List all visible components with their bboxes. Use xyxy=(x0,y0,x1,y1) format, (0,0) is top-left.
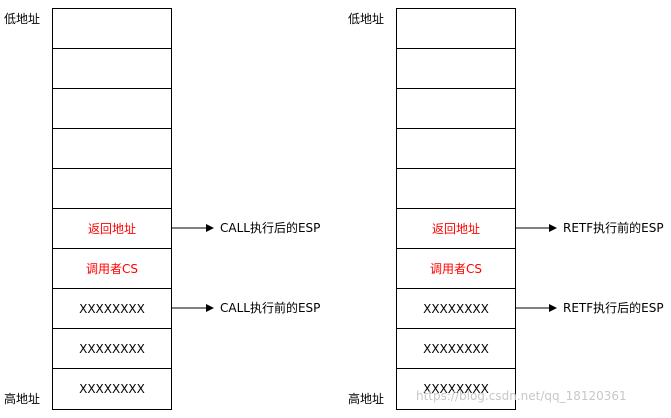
left-stack-cell-return-address: 返回地址 xyxy=(53,209,171,249)
right-stack-cell-3 xyxy=(397,89,515,129)
right-arrow-after-label: RETF执行后的ESP xyxy=(563,301,664,315)
left-stack-cell-9: XXXXXXXX xyxy=(53,329,171,369)
left-stack-cell-8: XXXXXXXX xyxy=(53,289,171,329)
left-low-address-label: 低地址 xyxy=(4,12,41,26)
right-stack-cell-caller-cs: 调用者CS xyxy=(397,249,515,289)
watermark: https://blog.csdn.net/qq_18120361 xyxy=(416,389,627,403)
right-stack-cell-10: XXXXXXXX xyxy=(423,382,489,396)
right-stack-cell-8: XXXXXXXX xyxy=(397,289,515,329)
left-stack-cell-5 xyxy=(53,169,171,209)
right-arrow-before-label: RETF执行前的ESP xyxy=(563,221,664,235)
left-arrow-after-label: CALL执行后的ESP xyxy=(220,221,321,235)
right-high-address-label: 高地址 xyxy=(348,392,385,406)
left-stack-cell-3 xyxy=(53,89,171,129)
right-stack-cell-5 xyxy=(397,169,515,209)
left-stack-cell-4 xyxy=(53,129,171,169)
right-stack-cell-1 xyxy=(397,9,515,49)
left-arrow-before-label: CALL执行前的ESP xyxy=(220,301,321,315)
right-stack-cell-return-address: 返回地址 xyxy=(397,209,515,249)
left-stack: 返回地址 调用者CS XXXXXXXX XXXXXXXX XXXXXXXX xyxy=(52,8,172,410)
left-high-address-label: 高地址 xyxy=(4,392,41,406)
right-stack-cell-4 xyxy=(397,129,515,169)
right-stack-cell-2 xyxy=(397,49,515,89)
left-stack-cell-10: XXXXXXXX xyxy=(79,382,145,396)
left-stack-cell-caller-cs: 调用者CS xyxy=(53,249,171,289)
right-stack: 返回地址 调用者CS XXXXXXXX XXXXXXXX XXXXXXXX xyxy=(396,8,516,410)
right-low-address-label: 低地址 xyxy=(348,12,385,26)
left-stack-cell-1 xyxy=(53,9,171,49)
right-stack-cell-9: XXXXXXXX xyxy=(397,329,515,369)
left-stack-cell-2 xyxy=(53,49,171,89)
